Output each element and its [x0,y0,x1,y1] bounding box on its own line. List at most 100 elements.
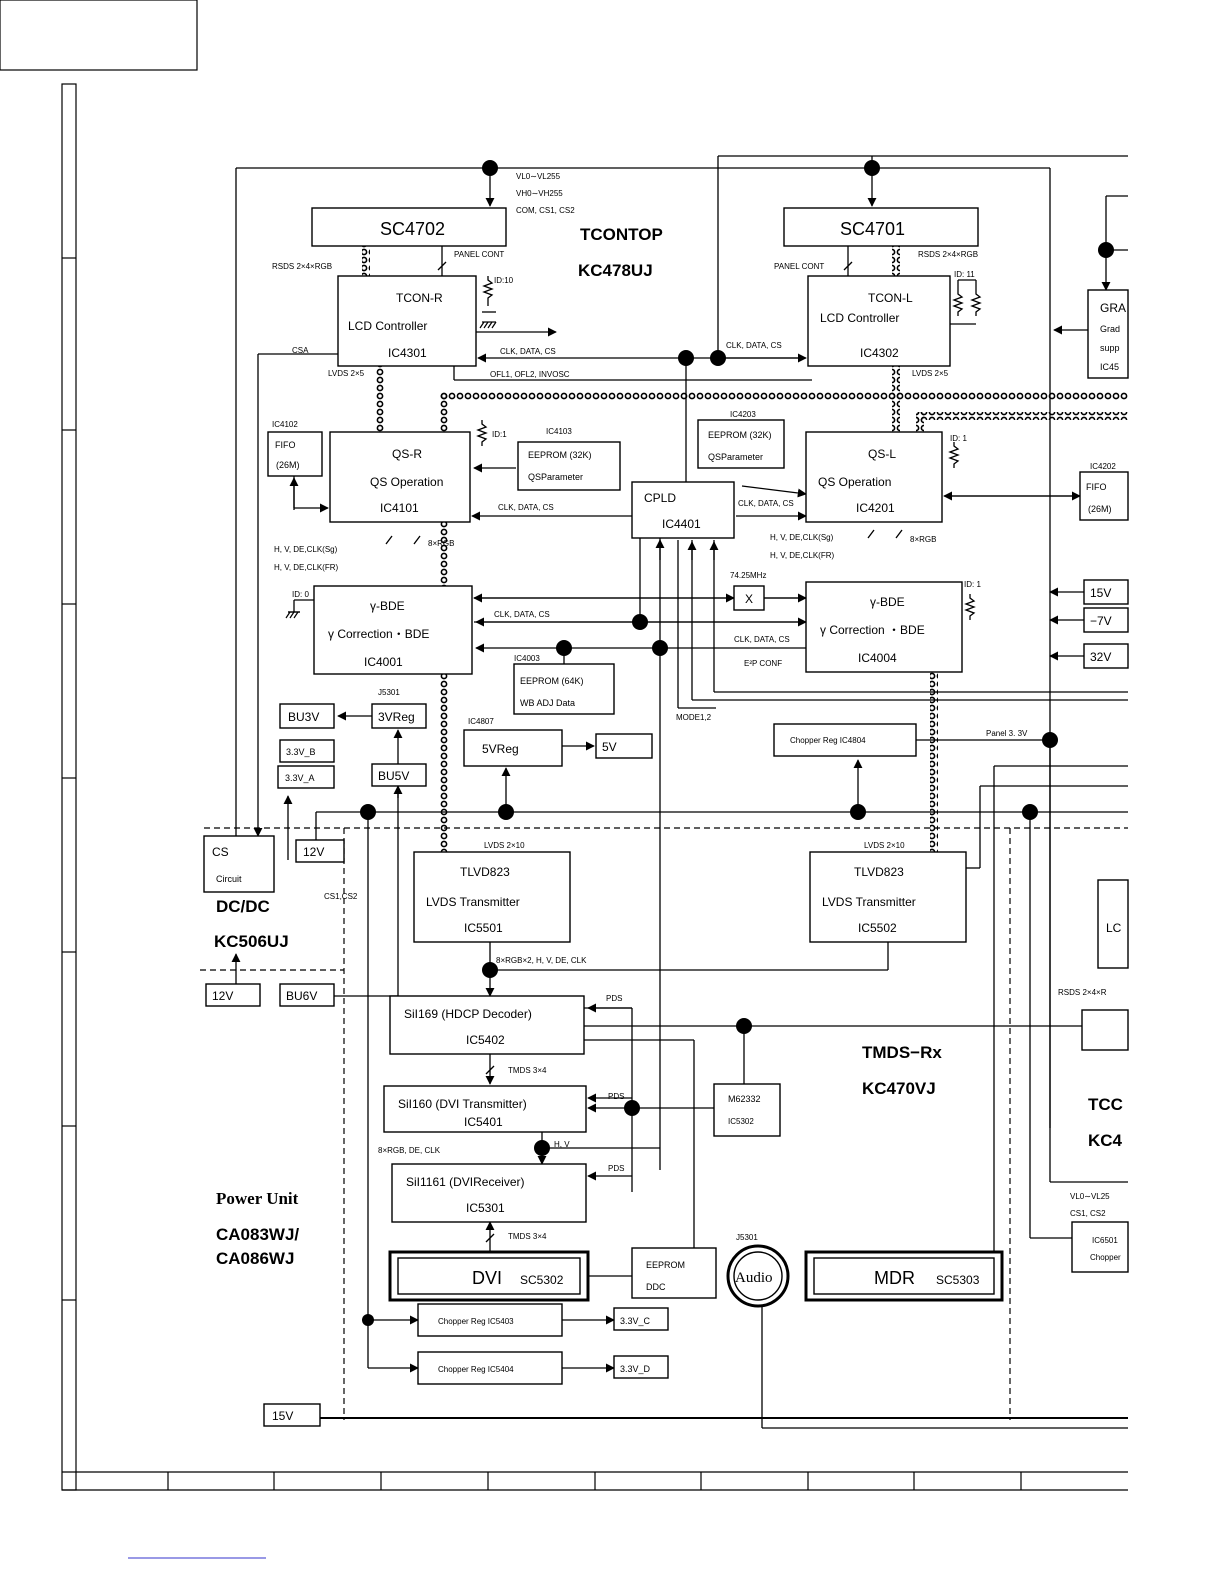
label-hv: H, V [554,1140,570,1149]
label-id1-r: ID:1 [492,430,507,439]
qsr-name: QS-R [392,447,422,461]
block-sc4702: SC4702 [380,219,445,239]
label-rsds-l: RSDS 2×4×RGB [918,250,978,259]
label-hv-l2: H, V, DE,CLK(FR) [770,551,834,560]
tconr-name: TCON-R [396,291,443,305]
junction-dots [360,160,1114,1326]
gra-desc2: supp [1100,343,1120,353]
sil1161-name: SiI1161 (DVIReceiver) [406,1175,525,1189]
label-id1-bde: ID: 1 [964,580,981,589]
wiring [231,155,1128,1429]
cpld-ic: IC4401 [662,517,701,531]
tconr-desc: LCD Controller [348,319,427,333]
label-panel-cont-l: PANEL CONT [774,262,824,271]
ee4003-desc: WB ADJ Data [520,698,575,708]
sil160-name: SiI160 (DVI Transmitter) [398,1097,527,1111]
mdr-code: SC5303 [936,1273,980,1287]
volt-m7v: −7V [1090,614,1112,628]
gra-ic: IC45 [1100,362,1119,372]
ic6501-desc: Chopper [1090,1253,1121,1262]
reg-5v: 5V [602,740,617,754]
ic6501-name: IC6501 [1092,1236,1118,1245]
label-ic4103: IC4103 [546,427,572,436]
label-pds1: PDS [606,994,622,1003]
label-hv-r1: H, V, DE,CLK(Sg) [274,545,338,554]
ee4203-name: EEPROM (32K) [708,430,772,440]
label-ic4202: IC4202 [1090,462,1116,471]
board-boundaries [200,827,1128,1420]
board-tmds-code: KC470VJ [862,1079,936,1098]
label-clk-bde-r: CLK, DATA, CS [494,610,550,619]
label-j5301a: J5301 [378,688,400,697]
label-ic4807: IC4807 [468,717,494,726]
audio-jack: Audio [735,1270,773,1286]
label-pds2: PDS [608,1092,624,1101]
qsr-desc: QS Operation [370,475,443,489]
label-tmds2: TMDS 3×4 [508,1232,547,1241]
label-mode: MODE1,2 [676,713,712,722]
gra-desc1: Grad [1100,324,1120,334]
reg-chop5403: Chopper Reg IC5403 [438,1317,514,1326]
board-tc-name: TCC [1088,1095,1123,1114]
tlvd1-ic: IC5501 [464,921,503,935]
tlvd1-desc: LVDS Transmitter [426,895,520,909]
label-rgb8-l: 8×RGB [910,535,936,544]
label-clk-qs-r: CLK, DATA, CS [498,503,554,512]
label-lvds10-l: LVDS 2×10 [864,841,905,850]
bde-r-desc: γ Correction ・BDE [820,623,925,637]
xtal-label: X [745,592,753,606]
label-pds3: PDS [608,1164,624,1173]
bde-l-ic: IC4001 [364,655,403,669]
ee4103-name: EEPROM (32K) [528,450,592,460]
label-panel-cont-r: PANEL CONT [454,250,504,259]
label-id11: ID: 11 [954,270,975,279]
label-lvds5-r: LVDS 2×5 [328,369,365,378]
label-panel33: Panel 3. 3V [986,729,1028,738]
label-clk-bde-l: CLK, DATA, CS [734,635,790,644]
reg-bu3v: BU3V [288,710,319,724]
label-ic4203: IC4203 [730,410,756,419]
tlvd2-ic: IC5502 [858,921,897,935]
label-rgb8-r: 8×RGB [428,539,454,548]
reg-chop4804: Chopper Reg IC4804 [790,736,866,745]
label-id10: ID:10 [494,276,514,285]
board-power-code1: CA083WJ/ [216,1225,299,1244]
label-vl0: VL0∼VL255 [516,172,561,181]
qsl-ic: IC4201 [856,501,895,515]
board-tcontop-code: KC478UJ [578,261,653,280]
label-vh0: VH0∼VH255 [516,189,563,198]
label-tmds1: TMDS 3×4 [508,1066,547,1075]
cs-desc: Circuit [216,874,242,884]
tlvd2-name: TLVD823 [854,865,904,879]
tconl-name: TCON-L [868,291,913,305]
m62332-ic: IC5302 [728,1117,754,1126]
label-rsds-r: RSDS 2×4×RGB [272,262,332,271]
page-frame [0,0,1128,1559]
label-vl0b: VL0∼VL25 [1070,1192,1110,1201]
ee4203-desc: QSParameter [708,452,763,462]
bde-l-name: γ-BDE [370,599,405,613]
block-sc4701: SC4701 [840,219,905,239]
label-rsds-bot: RSDS 2×4×R [1058,988,1107,997]
board-dcdc-code: KC506UJ [214,932,289,951]
reg-3vreg: 3VReg [378,710,415,724]
qsl-name: QS-L [868,447,896,461]
label-cs12: CS1,CS2 [324,892,358,901]
ground-symbols [285,321,497,619]
label-j5301b: J5301 [736,1233,758,1242]
reg-5vreg: 5VReg [482,742,519,756]
label-hv-r2: H, V, DE,CLK(FR) [274,563,338,572]
label-rgbde: 8×RGB, DE, CLK [378,1146,441,1155]
sil160-ic: IC5401 [464,1115,503,1129]
label-clk-tcon-r: CLK, DATA, CS [500,347,556,356]
label-id0: ID: 0 [292,590,309,599]
fifo-r-name: FIFO [1086,482,1107,492]
reg-bu5v: BU5V [378,769,409,783]
bde-l-desc: γ Correction・BDE [328,627,429,641]
tconr-ic: IC4301 [388,346,427,360]
label-lvds10-r: LVDS 2×10 [484,841,525,850]
sil169-name: SiI169 (HDCP Decoder) [404,1007,532,1021]
m62332-name: M62332 [728,1094,761,1104]
bde-r-name: γ-BDE [870,595,905,609]
reg-33vd: 3.3V_D [620,1364,651,1374]
